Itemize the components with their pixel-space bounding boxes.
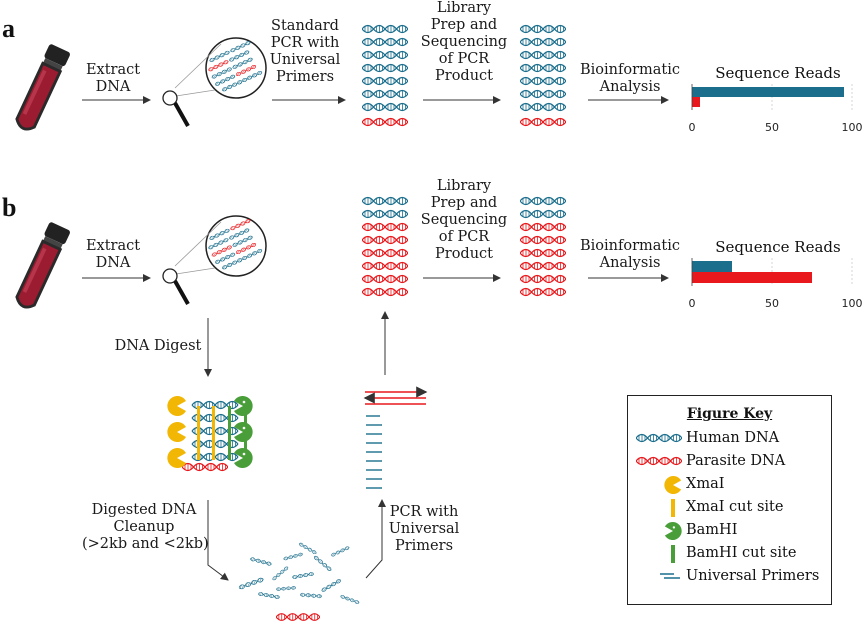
extract-dna-label-a: Extract DNA [85, 62, 141, 95]
dna-stack-b1 [362, 196, 408, 297]
bamhi-cut-site-icon [671, 545, 675, 563]
chart-a-title: Sequence Reads [715, 64, 841, 82]
key-label-human-dna: Human DNA [686, 430, 780, 446]
pcr-universal-label-b: PCR with Universal Primers [388, 504, 460, 554]
sequence-reads-chart-a [691, 84, 853, 112]
key-label-xmai-cut-site: XmaI cut site [686, 499, 784, 515]
chart-b-tick-50: 50 [765, 297, 779, 310]
chart-b-bar-human [692, 261, 732, 272]
chart-b-bar-parasite [692, 272, 812, 283]
dna-stack-a2 [520, 24, 566, 127]
key-label-bamhi: BamHI [686, 522, 738, 538]
digested-cleanup-label: Digested DNA Cleanup (>2kb and <2kb) [82, 502, 209, 552]
xmai-cut-site-icon [671, 499, 675, 517]
magnifier-b [162, 215, 267, 305]
chart-a-bar-human [692, 87, 844, 97]
magnifier-a [162, 37, 267, 127]
extract-dna-label-b: Extract DNA [85, 238, 141, 271]
universal-primers-icon [660, 573, 680, 579]
chart-a-bar-parasite [692, 97, 700, 107]
parasite-dna-icon [636, 456, 682, 466]
chart-b-title: Sequence Reads [715, 238, 841, 256]
bioinformatic-label-b: Bioinformatic Analysis [579, 238, 680, 271]
chart-a-tick-50: 50 [765, 121, 779, 134]
dna-stack-a1 [362, 24, 408, 127]
human-dna-icon [636, 433, 682, 443]
blood-tube-b [11, 220, 72, 313]
blood-tube-a [11, 42, 72, 135]
sequence-reads-chart-b [691, 258, 853, 286]
bamhi-enzyme-icon [664, 522, 682, 540]
key-label-universal-primers: Universal Primers [686, 568, 820, 584]
digest-cluster [167, 396, 253, 472]
dna-fragments [237, 541, 361, 621]
chart-a-tick-0: 0 [688, 121, 696, 134]
library-prep-label-a: Library Prep and Sequencing of PCR Produ… [420, 0, 508, 84]
standard-pcr-label: Standard PCR with Universal Primers [269, 18, 341, 85]
panel-b-letter: b [2, 193, 17, 222]
chart-a-tick-100: 100 [841, 121, 863, 134]
xmai-enzyme-icon [664, 476, 682, 494]
dna-stack-b2 [520, 196, 566, 297]
chart-b-tick-0: 0 [688, 297, 696, 310]
library-prep-label-b: Library Prep and Sequencing of PCR Produ… [420, 178, 508, 262]
dna-digest-label: DNA Digest [114, 338, 202, 354]
key-label-bamhi-cut-site: BamHI cut site [686, 545, 797, 561]
figure-key: Figure Key Human DNA Parasite DNA XmaI X… [627, 395, 832, 605]
figure-key-title: Figure Key [686, 406, 773, 422]
primer-amplification [363, 386, 428, 489]
panel-a-letter: a [2, 14, 15, 43]
bioinformatic-label-a: Bioinformatic Analysis [579, 62, 680, 95]
key-label-xmai: XmaI [686, 476, 725, 492]
chart-b-tick-100: 100 [841, 297, 863, 310]
key-label-parasite-dna: Parasite DNA [686, 453, 786, 469]
